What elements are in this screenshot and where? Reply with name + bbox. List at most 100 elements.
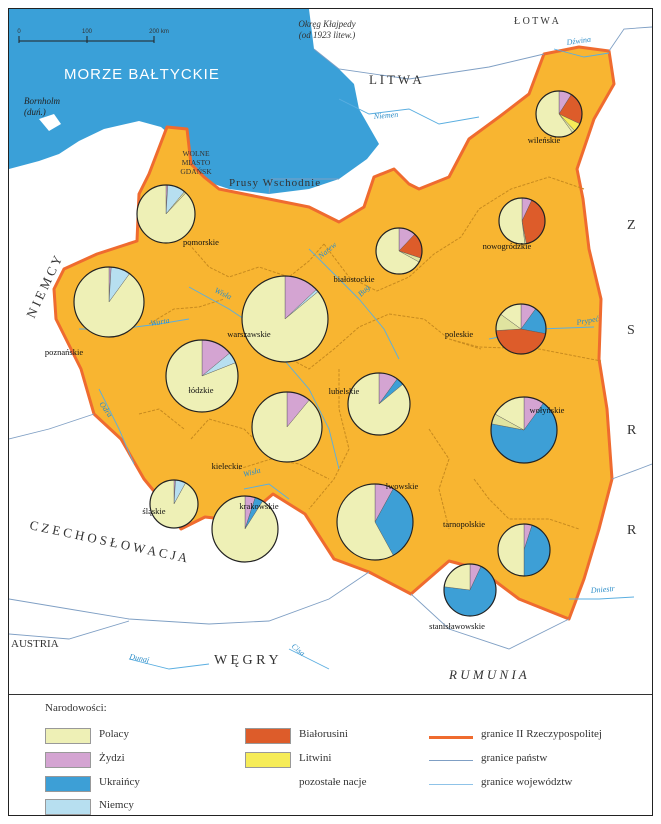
voivodeship-label: nowogródzkie [483,241,532,251]
line-granice-panstw [429,760,473,761]
pie-śląskie: śląskie [142,479,199,529]
swatch-polacy [45,728,91,744]
pie-outline [495,303,547,355]
voivodeship-label: białostockie [333,274,374,284]
river-label: Prypeć [575,314,600,327]
ussr-label-r2: R [627,523,637,538]
ussr-label-z: Z [627,218,636,233]
scale-bar: 0 100 200 km [17,29,169,43]
river-label: Dunaj [128,652,151,665]
rivers [79,48,635,670]
pie-tarnopolskie: tarnopolskie [443,519,551,577]
river-label: Niemen [372,110,398,121]
river-label: Cisa [290,642,307,658]
austria-label: AUSTRIA [11,638,59,650]
pie-outline [498,197,546,245]
voivodeship-label: łódzkie [188,385,213,395]
pie-outline [211,495,279,563]
klaipeda-line-1: Okręg Kłajpedy [298,19,355,29]
gdansk-line-3: GDAŃSK [180,166,212,176]
klaipeda-label: Okręg Kłajpedy(od 1923 litew.) [298,19,355,40]
pie-lwowskie: lwowskie [336,481,419,561]
voivodeship-label: wołyńskie [530,405,565,415]
gdansk-line-2: MIASTO [182,158,211,167]
river-label: Warta [150,316,171,328]
bornholm-line-2: (duń.) [24,107,46,117]
voivodeship-label: poleskie [445,329,474,339]
pie-outline [136,184,196,244]
legend: Narodowości: Polacy Żydzi Ukraińcy Niemc… [9,694,652,815]
swatch-bialorusini [245,728,291,744]
ussr-label-s: S [627,323,635,338]
pie-kieleckie: kieleckie [212,391,323,471]
scale-tick-0: 0 [17,29,21,35]
sea-label: MORZE BAŁTYCKIE [64,66,220,83]
scale-tick-100: 100 [82,29,93,35]
pie-outline [375,227,423,275]
pie-wileńskie: wileńskie [528,90,583,145]
pie-krakowskie: krakowskie [211,495,279,563]
legend-label-litwini: Litwini [299,752,332,764]
swatch-zydzi [45,752,91,768]
klaipeda-line-2: (od 1923 litew.) [299,30,356,40]
voivodeship-label: lubelskie [329,386,360,396]
pie-wołyńskie: wołyńskie [490,396,565,464]
pie-outline [165,339,239,413]
bornholm-line-1: Bornholm [24,96,61,106]
hungary-label: W Ę G R Y [214,653,279,668]
pie-outline [149,479,199,529]
pie-outline [73,266,145,338]
pie-outline [336,483,414,561]
line-granice-ii-rp [429,736,473,739]
latvia-label: Ł O T W A [514,16,560,27]
pie-outline [347,372,411,436]
legend-label-ukraincy: Ukraińcy [99,776,140,788]
pie-lubelskie: lubelskie [329,372,411,436]
legend-label-niemcy: Niemcy [99,799,134,811]
voivodeship-pies: wileńskie nowogródzkie białostockie pomorsk… [45,90,583,631]
ussr-label-r1: R [627,423,637,438]
voivodeship-label: śląskie [142,506,165,516]
gdansk-line-1: WOLNE [182,149,209,158]
scale-tick-200: 200 km [149,29,169,35]
voivodeship-label: wileńskie [528,135,561,145]
pie-outline [443,563,497,617]
pie-pomorskie: pomorskie [136,184,219,247]
map: 0 100 200 km MORZE BAŁTYCKIE Bornholm(du… [9,9,652,682]
swatch-ukraincy [45,776,91,792]
voivodeship-label: pomorskie [183,237,219,247]
bornholm-island [39,114,61,131]
pie-outline [251,391,323,463]
voivodeship-borders [138,176,602,530]
pie-outline [497,523,551,577]
voivodeship-label: lwowskie [386,481,419,491]
pie-poleskie: poleskie [445,303,547,355]
baltic-sea [9,9,379,194]
pie-białostockie: białostockie [333,227,423,284]
voivodeship-label: stanisławowskie [429,621,485,631]
pie-poznańskie: poznańskie [45,266,145,357]
legend-label-bialorusini: Białorusini [299,728,348,740]
line-granice-wojewodztw [429,784,473,785]
pie-stanisławowskie: stanisławowskie [429,563,497,631]
swatch-niemcy [45,799,91,815]
legend-title: Narodowości: [45,702,107,714]
river-label: Dźwina [565,35,591,47]
legend-label-zydzi: Żydzi [99,752,125,764]
bornholm-label: Bornholm(duń.) [24,96,61,117]
voivodeship-label: krakowskie [239,501,278,511]
map-frame: 0 100 200 km MORZE BAŁTYCKIE Bornholm(du… [8,8,653,816]
pie-warszawskie: warszawskie [227,275,329,363]
legend-label-pozostale: pozostałe nacje [299,776,367,788]
pie-outline [535,90,583,138]
state-borders [9,26,652,650]
swatch-litwini [245,752,291,768]
romania-label: R U M U N I A [448,667,527,682]
legend-label-polacy: Polacy [99,728,129,740]
pie-nowogródzkie: nowogródzkie [483,197,546,251]
legend-label-granice-panstw: granice państw [481,752,548,764]
poland-territory [52,45,616,621]
voivodeship-label: kieleckie [212,461,243,471]
prussia-label: Prusy Wschodnie [229,177,321,189]
